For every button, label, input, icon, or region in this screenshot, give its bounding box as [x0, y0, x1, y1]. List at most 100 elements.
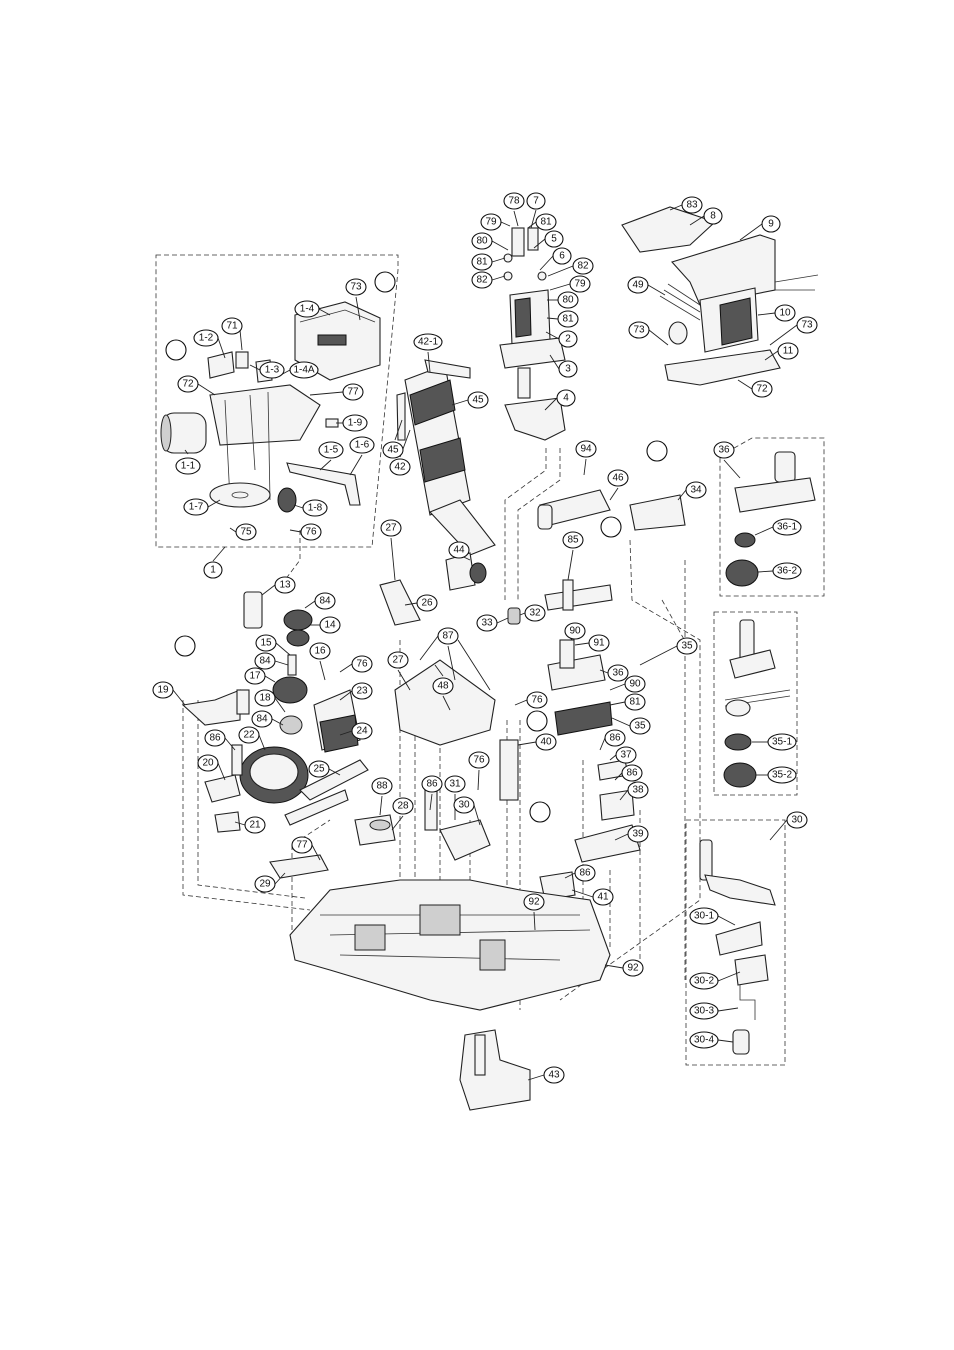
- callout-text: 41: [597, 892, 609, 903]
- callout-86: 86: [204, 729, 226, 747]
- callout-text: 27: [385, 523, 397, 534]
- callout-text: 81: [540, 217, 552, 228]
- callout-text: 86: [626, 768, 638, 779]
- assembly-1-frame: [155, 254, 399, 548]
- callout-text: 26: [421, 598, 433, 609]
- callout-bubble: [437, 627, 459, 645]
- assembly-30-parts: [699, 839, 776, 1055]
- callout-36: 36: [713, 441, 735, 459]
- callout-90: 90: [564, 622, 586, 640]
- callout-1-4A: 1-4A: [289, 361, 319, 379]
- callout-text: 21: [249, 820, 261, 831]
- assembly-35-parts: [723, 619, 791, 788]
- callout-bubble: [308, 760, 330, 778]
- callout-19: 19: [152, 681, 174, 699]
- callout-82: 82: [572, 257, 594, 275]
- callout-bubble: [294, 300, 320, 318]
- callout-bubble: [471, 253, 493, 271]
- callout-77: 77: [342, 383, 364, 401]
- callout-45: 45: [467, 391, 489, 409]
- solenoid-assembly-10: [621, 206, 819, 386]
- callout-text: 81: [562, 314, 574, 325]
- callout-1-8: 1-8: [302, 499, 328, 517]
- callout-bubble: [557, 291, 579, 309]
- callout-text: 10: [779, 308, 791, 319]
- callout-1-4: 1-4: [294, 300, 320, 318]
- callout-bubble: [300, 523, 322, 541]
- callout-83: 83: [681, 196, 703, 214]
- callout-43: 43: [543, 1066, 565, 1084]
- callout-81: 81: [471, 253, 493, 271]
- callout-34: 34: [685, 481, 707, 499]
- callout-text: 79: [485, 217, 497, 228]
- callout-bubble: [796, 316, 818, 334]
- callout-bubble: [432, 677, 454, 695]
- callout-bubble: [319, 616, 341, 634]
- callout-text: 84: [259, 656, 271, 667]
- callout-bubble: [624, 693, 646, 711]
- callout-82: 82: [471, 271, 493, 289]
- callout-bubble: [197, 754, 219, 772]
- blank-marker: [529, 801, 551, 823]
- callout-text: 30-4: [694, 1035, 714, 1046]
- callout-text: 39: [632, 829, 644, 840]
- callout-bubble: [575, 440, 597, 458]
- callout-30: 30: [453, 796, 475, 814]
- callout-bubble: [453, 796, 475, 814]
- callout-text: 34: [690, 485, 702, 496]
- callout-4: 4: [556, 389, 576, 407]
- callout-bubble: [387, 651, 409, 669]
- callout-bubble: [244, 816, 266, 834]
- callout-bubble: [767, 766, 797, 784]
- callout-text: 82: [577, 261, 589, 272]
- callout-text: 36: [612, 668, 624, 679]
- callout-bubble: [309, 642, 331, 660]
- callout-bubble: [380, 519, 402, 537]
- callout-bubble: [552, 247, 572, 265]
- callout-13: 13: [274, 576, 296, 594]
- head-assembly-2: [499, 227, 566, 441]
- callout-30: 30: [786, 811, 808, 829]
- callout-72: 72: [177, 375, 199, 393]
- callout-text: 91: [593, 638, 605, 649]
- mid-mechanism: [269, 552, 521, 879]
- callout-text: 23: [356, 686, 368, 697]
- callout-bubble: [152, 681, 174, 699]
- callout-text: 25: [313, 764, 325, 775]
- callout-text: 90: [629, 679, 641, 690]
- callout-bubble: [681, 196, 703, 214]
- callout-94: 94: [575, 440, 597, 458]
- callout-30-1: 30-1: [689, 907, 719, 925]
- callout-36: 36: [607, 664, 629, 682]
- callout-bubble: [627, 825, 649, 843]
- callout-9: 9: [761, 215, 781, 233]
- callout-text: 71: [226, 321, 238, 332]
- callout-text: 31: [449, 779, 461, 790]
- callout-text: 77: [296, 840, 308, 851]
- callout-text: 35: [634, 721, 646, 732]
- assembly-35-frame: [713, 611, 798, 796]
- callout-text: 38: [632, 785, 644, 796]
- callout-bubble: [544, 230, 564, 248]
- callout-bubble: [203, 561, 223, 579]
- callout-text: 48: [437, 681, 449, 692]
- callout-text: 1-4: [300, 304, 315, 315]
- callout-text: 45: [387, 445, 399, 456]
- callout-text: 35: [681, 641, 693, 652]
- callout-90: 90: [624, 675, 646, 693]
- callout-bubble: [689, 1031, 719, 1049]
- callout-text: 79: [574, 279, 586, 290]
- callout-text: 86: [579, 868, 591, 879]
- callout-72: 72: [751, 380, 773, 398]
- callout-text: 77: [347, 387, 359, 398]
- callout-bubble: [526, 691, 548, 709]
- callout-text: 82: [476, 275, 488, 286]
- callout-text: 1-9: [348, 418, 363, 429]
- callout-1-2: 1-2: [193, 329, 219, 347]
- callout-text: 7: [533, 196, 539, 207]
- callout-text: 44: [453, 545, 465, 556]
- callout-bubble: [761, 215, 781, 233]
- callout-bubble: [349, 436, 375, 454]
- assembly-30-frame: [685, 819, 786, 1066]
